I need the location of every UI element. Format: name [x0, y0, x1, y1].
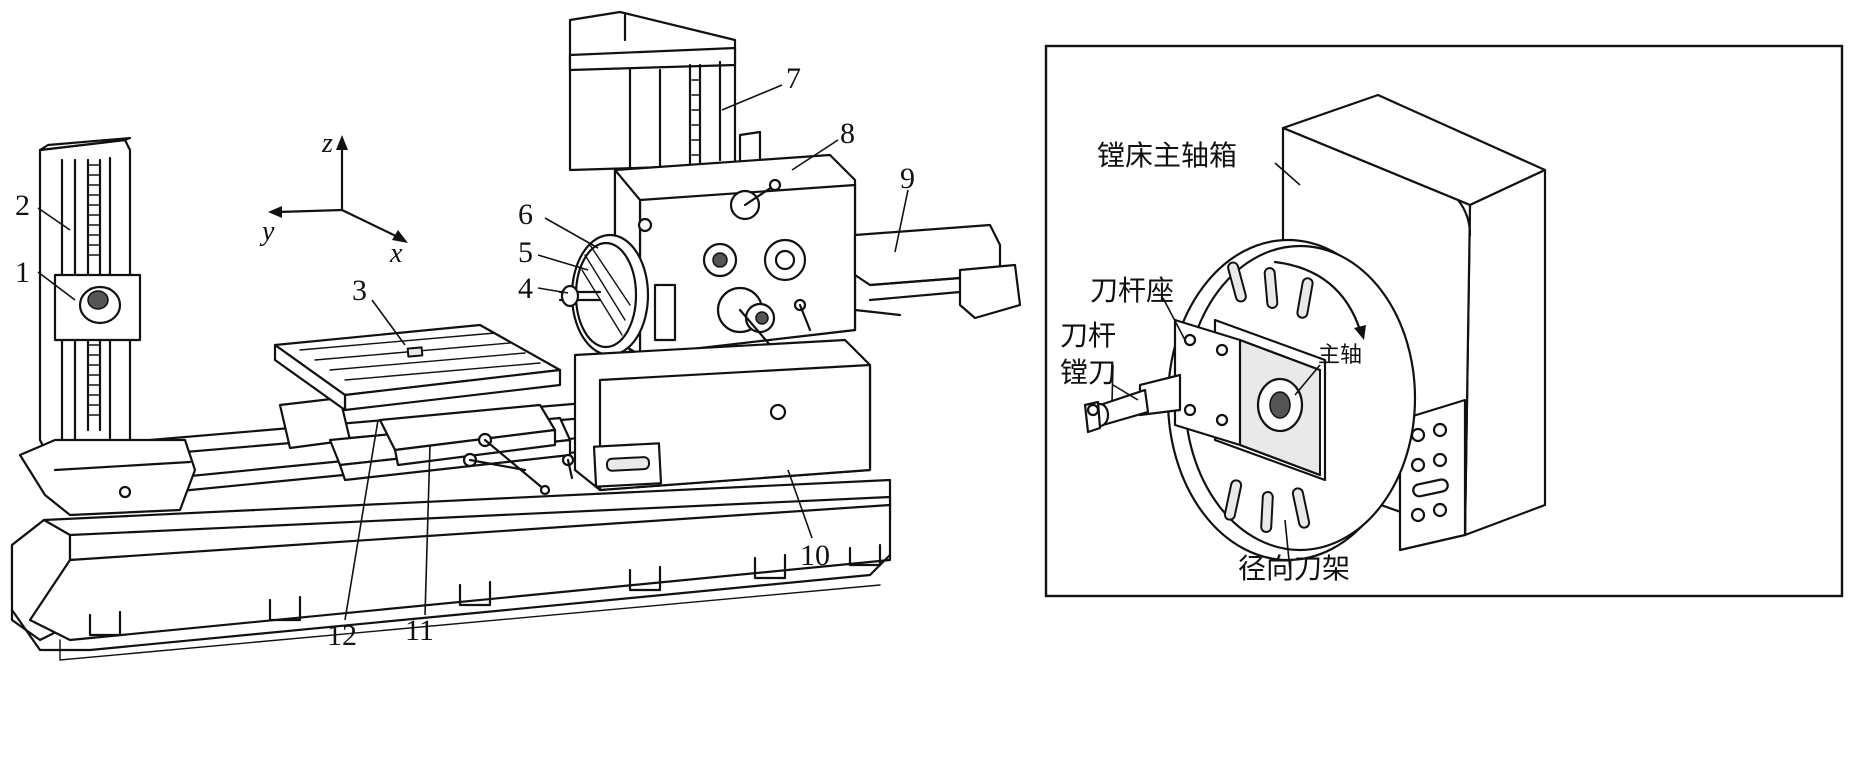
- spindle-box: [613, 153, 857, 357]
- callout-2: 2: [15, 189, 30, 222]
- axis-label-y: y: [259, 216, 275, 247]
- boring-machine-drawing: z y x: [10, 10, 1022, 661]
- callout-leaders: [37, 84, 909, 621]
- callout-numbers: 1 2 3 4 5 6 7 8 9 10 11 12: [15, 62, 915, 652]
- rear-support-block: [53, 273, 142, 342]
- spindle-tail-housing: [853, 223, 1022, 320]
- machine-bed: [10, 398, 892, 661]
- axis-label-x: x: [389, 238, 403, 269]
- label-radial-tool-rest: 径向刀架: [1238, 552, 1350, 585]
- worktable-assembly: [273, 323, 575, 496]
- callout-11: 11: [405, 614, 434, 647]
- callout-12: 12: [327, 619, 357, 652]
- coordinate-axes: z y x: [259, 128, 408, 269]
- callout-1: 1: [15, 256, 30, 289]
- detail-radial-tool-rest: [1213, 318, 1327, 482]
- detail-leaders: [1111, 162, 1321, 571]
- label-spindle: 主轴: [1318, 343, 1362, 368]
- axis-label-z: z: [321, 128, 333, 159]
- table-handwheels: [462, 432, 575, 496]
- label-tool-bar: 刀杆: [1060, 319, 1116, 352]
- callout-9: 9: [900, 162, 915, 195]
- label-tool-holder-seat: 刀杆座: [1090, 274, 1174, 307]
- faceplate-detail: 镗床主轴箱 刀杆座 刀杆 镗刀 主轴 径向刀架: [1044, 44, 1844, 598]
- callout-6: 6: [518, 198, 533, 231]
- callout-3: 3: [352, 274, 367, 307]
- callout-4: 4: [518, 272, 533, 305]
- detail-tool-holder-seat: [1138, 318, 1242, 447]
- faceplate: [558, 233, 650, 357]
- callout-8: 8: [840, 117, 855, 150]
- label-boring-tool: 镗刀: [1060, 356, 1116, 389]
- callout-7: 7: [786, 62, 801, 95]
- callout-5: 5: [518, 236, 533, 269]
- rear-column: [18, 136, 197, 517]
- front-column-base: [573, 338, 872, 492]
- label-spindle-box: 镗床主轴箱: [1097, 139, 1237, 172]
- callout-10: 10: [800, 539, 830, 572]
